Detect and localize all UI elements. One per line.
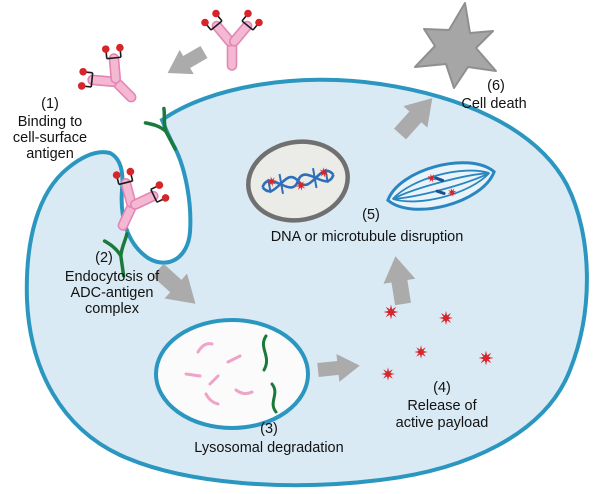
step4-label: (4) Release of active payload: [396, 380, 489, 431]
step3-line1: Lysosomal degradation: [194, 440, 343, 456]
degraded-antigen-fragments: [261, 334, 278, 414]
step1-line1: Binding to: [18, 114, 83, 130]
payload-star: [383, 304, 399, 320]
step2-line3: complex: [85, 301, 140, 317]
step4-line2: active payload: [396, 415, 489, 431]
step3-number: (3): [260, 421, 278, 437]
arrow-binding: [160, 39, 211, 86]
step1-line2: cell-surface: [13, 130, 87, 146]
payload-star: [414, 345, 428, 359]
step2-label: (2) Endocytosis of ADC-antigen complex: [65, 250, 160, 317]
step5-line1: DNA or microtubule disruption: [271, 229, 464, 245]
adc-free: [200, 8, 264, 71]
step1-number: (1): [41, 96, 59, 112]
payload-star: [438, 310, 454, 326]
step2-line2: ADC-antigen: [70, 285, 153, 301]
nucleus: [246, 139, 350, 223]
cell-death-burst: [414, 2, 497, 89]
step1-line3: antigen: [26, 146, 74, 162]
microtubule-spindle: [386, 161, 496, 211]
step5-label: (5) DNA or microtubule disruption: [271, 207, 464, 245]
step3-label: (3) Lysosomal degradation: [194, 421, 343, 456]
lysosome: [154, 318, 310, 430]
step6-line1: Cell death: [461, 96, 526, 112]
adc-bound-to-antigen: [69, 35, 157, 123]
step2-number: (2): [95, 250, 113, 266]
degraded-antibody-fragments: [184, 342, 254, 406]
payload-star: [478, 350, 494, 366]
step6-number: (6): [487, 78, 505, 94]
step5-number: (5): [362, 207, 380, 223]
chromosomes: [434, 176, 446, 195]
step4-line1: Release of: [407, 398, 477, 414]
step2-line1: Endocytosis of: [65, 269, 160, 285]
step4-number: (4): [433, 380, 451, 396]
step1-label: (1) Binding to cell-surface antigen: [13, 96, 87, 162]
payload-star: [381, 367, 395, 381]
step6-label: (6) Cell death: [461, 78, 526, 112]
